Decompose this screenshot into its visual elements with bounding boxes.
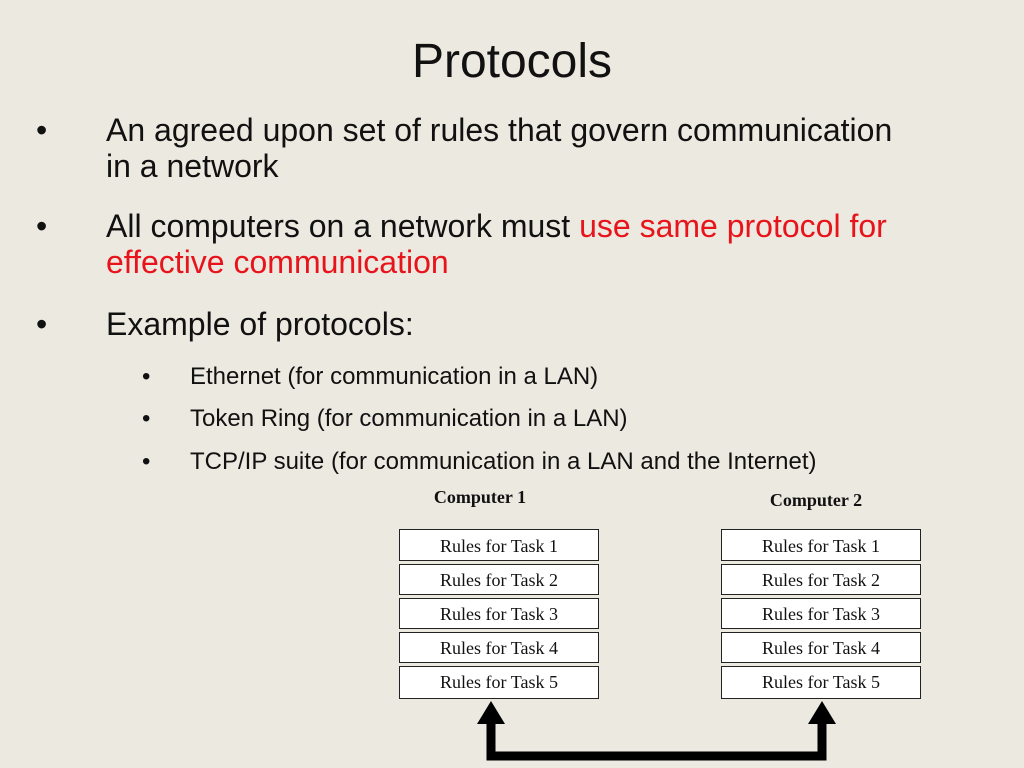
rule-box: Rules for Task 1 xyxy=(721,529,921,563)
connection-line xyxy=(486,722,827,761)
rule-box: Rules for Task 3 xyxy=(721,594,921,631)
sub-bullet-text: Token Ring (for communication in a LAN) xyxy=(190,405,628,432)
sub-bullet-marker: • xyxy=(142,363,151,390)
arrow-head-right xyxy=(808,701,836,724)
rule-box: Rules for Task 2 xyxy=(721,560,921,597)
bullet-text-highlight: use same protocol for effective communic… xyxy=(106,208,887,280)
bullet-text-plain: All computers on a network must xyxy=(106,208,580,244)
computer-1-label: Computer 1 xyxy=(433,487,527,507)
bullet-marker: • xyxy=(36,306,48,342)
rule-box: Rules for Task 4 xyxy=(399,628,599,665)
rule-box: Rules for Task 4 xyxy=(721,628,921,665)
arrow-head-left xyxy=(477,701,505,724)
bullet-marker: • xyxy=(36,112,48,148)
bullet-text: Example of protocols: xyxy=(106,306,414,342)
rule-box: Rules for Task 1 xyxy=(399,529,599,563)
sub-bullet-marker: • xyxy=(142,405,151,432)
slide-title: Protocols xyxy=(411,35,613,88)
rule-box: Rules for Task 2 xyxy=(399,560,599,597)
sub-bullet-text: TCP/IP suite (for communication in a LAN… xyxy=(190,448,817,475)
bullet-text: All computers on a network must use same… xyxy=(106,208,906,280)
rule-box: Rules for Task 5 xyxy=(721,662,921,699)
bullet-marker: • xyxy=(36,208,48,244)
sub-bullet-marker: • xyxy=(142,448,151,475)
sub-bullet-text: Ethernet (for communication in a LAN) xyxy=(190,363,599,390)
bullet-text: An agreed upon set of rules that govern … xyxy=(106,112,893,184)
rule-box: Rules for Task 5 xyxy=(399,662,599,699)
computer-2-label: Computer 2 xyxy=(769,490,863,510)
